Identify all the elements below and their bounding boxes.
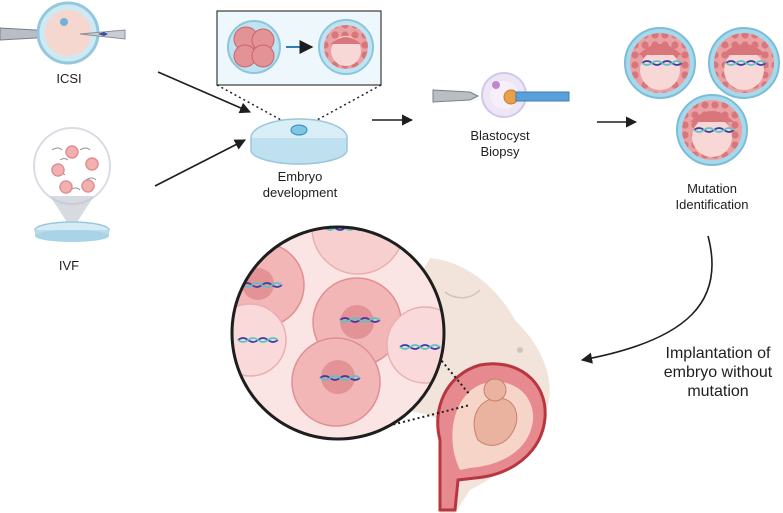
oocyte-icon xyxy=(45,10,91,56)
arrow-ivf-to-embryo xyxy=(154,139,246,187)
flow-arrows xyxy=(154,71,713,364)
arrow-icsi-to-embryo xyxy=(157,71,252,114)
arrow-identification-to-implantation xyxy=(580,235,713,364)
embryo-1 xyxy=(624,27,696,99)
implantation-label: Implantation of embryo without mutation xyxy=(663,345,773,401)
blastocyst-inset-icon xyxy=(318,19,374,75)
icsi-label: ICSI xyxy=(56,71,82,86)
uterus-icon xyxy=(436,362,547,512)
embryo-development-label: Embryo development xyxy=(262,169,338,200)
cleavage-embryo-icon xyxy=(227,20,281,74)
mutation-identification-label: Mutation Identification xyxy=(675,181,749,212)
icsi-illustration xyxy=(0,1,126,65)
injection-needle-icon xyxy=(79,29,126,40)
embryo-2 xyxy=(708,27,780,99)
mutation-identification-illustration xyxy=(624,27,780,166)
pregnancy-illustration xyxy=(370,258,550,513)
embryo-3 xyxy=(676,94,748,166)
dna-icon xyxy=(641,60,767,133)
ivf-magnifier-icon xyxy=(33,127,111,205)
culture-dish-icon xyxy=(250,118,348,165)
ivf-illustration xyxy=(33,127,111,242)
embryo-development-illustration xyxy=(216,10,382,165)
biopsy-pipette-icon xyxy=(515,91,570,102)
blastocyst-biopsy-illustration xyxy=(432,72,570,118)
petri-dish-icon xyxy=(34,221,110,242)
blastocyst-biopsy-label: Blastocyst Biopsy xyxy=(470,128,530,159)
ivf-label: IVF xyxy=(58,258,80,273)
